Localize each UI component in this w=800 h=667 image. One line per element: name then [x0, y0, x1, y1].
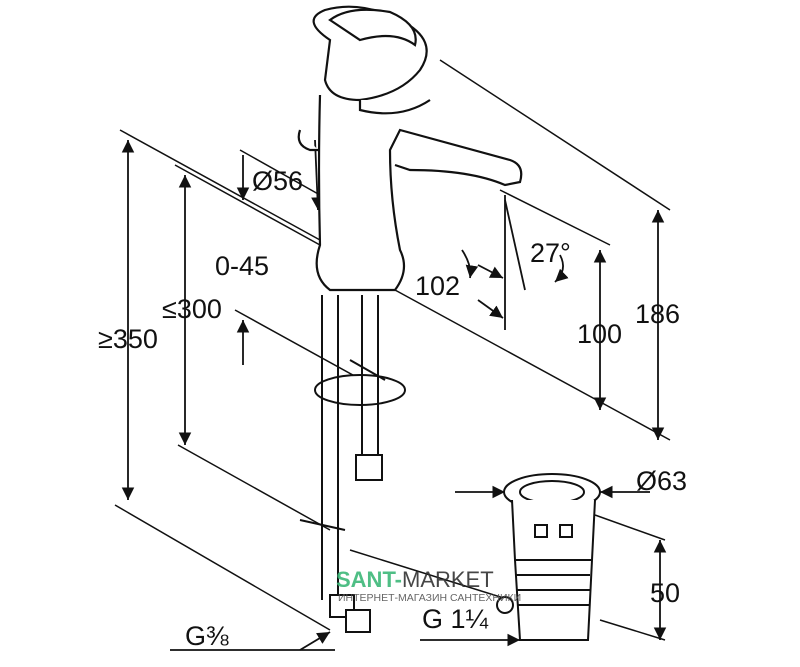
label-spout-reach: 102 [415, 271, 460, 301]
label-min-hose: ≥350 [98, 324, 158, 354]
drain-waste [496, 473, 601, 641]
watermark-logo: SANT-MARKET ИНТЕРНЕТ-МАГАЗИН САНТЕХНИКИ [336, 567, 521, 604]
label-drain-thread: G 1¼ [422, 604, 489, 634]
extension-lines [114, 59, 671, 641]
label-drain-height: 50 [650, 578, 680, 608]
dimension-labels: Ø56 0-45 ≤300 ≥350 102 27° 100 186 Ø63 5… [98, 166, 687, 651]
label-spout-height: 100 [577, 319, 622, 349]
label-spout-diameter: Ø56 [252, 166, 303, 196]
dimension-lines [121, 139, 667, 651]
label-max-hose: ≤300 [162, 294, 222, 324]
label-total-height: 186 [635, 299, 680, 329]
label-handle-range: 0-45 [215, 251, 269, 281]
label-spout-angle: 27° [530, 238, 571, 268]
label-hose-thread: G⅜ [185, 621, 229, 651]
label-drain-diameter: Ø63 [636, 466, 687, 496]
hoses [299, 295, 406, 633]
faucet-body [297, 5, 523, 292]
svg-text:SANT-MARKET: SANT-MARKET [336, 567, 494, 592]
svg-text:ИНТЕРНЕТ-МАГАЗИН САНТЕХНИКИ: ИНТЕРНЕТ-МАГАЗИН САНТЕХНИКИ [338, 592, 521, 604]
